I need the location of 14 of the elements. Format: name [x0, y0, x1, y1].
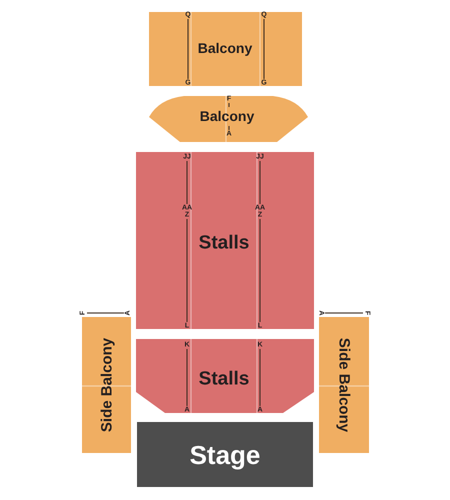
- stage-block: [137, 422, 313, 487]
- balcony-section: [149, 95, 308, 142]
- stalls-section: [136, 152, 314, 329]
- section-label: Stalls: [198, 370, 250, 388]
- section-label: Balcony: [198, 41, 252, 55]
- section-label: Side Balcony: [336, 338, 352, 432]
- side-balcony-section: [319, 317, 369, 453]
- section-label: Stalls: [198, 234, 250, 252]
- section-label: Balcony: [200, 109, 254, 123]
- stalls-section: [136, 339, 314, 413]
- side-balcony-section: [82, 317, 131, 453]
- balcony-section: [149, 12, 302, 86]
- section-label: Side Balcony: [100, 338, 114, 432]
- stage-label: Stage: [190, 442, 260, 468]
